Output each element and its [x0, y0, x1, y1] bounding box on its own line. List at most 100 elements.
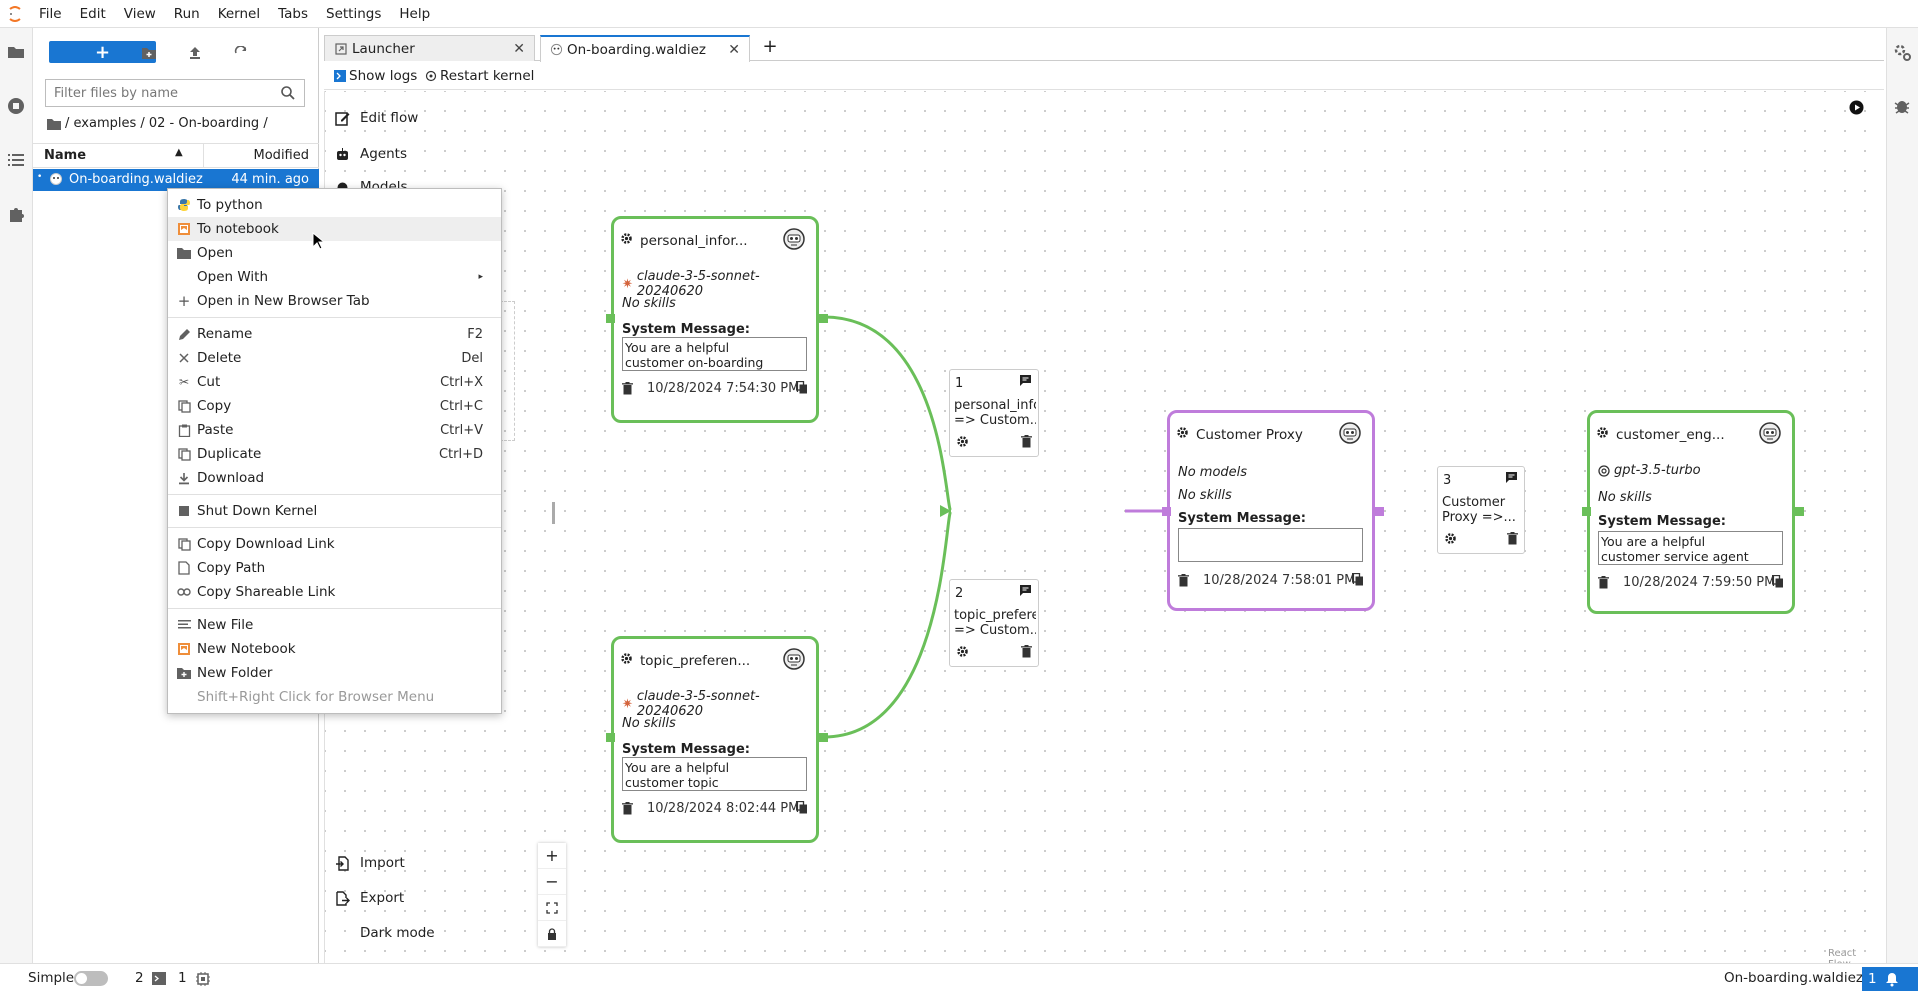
file-row[interactable]: • On-boarding.waldiez 44 min. ago — [33, 169, 319, 191]
gear-icon[interactable] — [620, 652, 633, 665]
menu-tabs[interactable]: Tabs — [278, 5, 308, 22]
menu-edit[interactable]: Edit — [79, 5, 106, 22]
system-message-textarea[interactable]: You are a helpful customer service agent… — [1598, 531, 1783, 565]
menu-copy[interactable]: Copy Ctrl+C — [168, 394, 501, 418]
menu-cut[interactable]: ✂ Cut Ctrl+X — [168, 370, 501, 394]
gear-icon[interactable] — [956, 435, 969, 448]
menu-shut-down-kernel[interactable]: Shut Down Kernel — [168, 499, 501, 523]
menu-open-in-new-browser-tab[interactable]: + Open in New Browser Tab — [168, 289, 501, 313]
tab-onboarding-waldiez[interactable]: On-boarding.waldiez ✕ — [540, 35, 750, 62]
node-handle-source[interactable] — [819, 314, 828, 323]
menu-open[interactable]: Open — [168, 241, 501, 265]
node-handle-source[interactable] — [1375, 507, 1384, 516]
home-folder-icon[interactable] — [47, 118, 61, 130]
edge-personal-to-proxy[interactable] — [823, 315, 953, 513]
copy-icon[interactable] — [796, 381, 808, 394]
show-logs-button[interactable]: Show logs — [334, 68, 417, 84]
menu-view[interactable]: View — [123, 5, 156, 22]
menu-copy-download-link[interactable]: Copy Download Link — [168, 532, 501, 556]
fit-view-icon[interactable] — [538, 895, 566, 921]
file-filter-input[interactable]: Filter files by name — [45, 79, 305, 107]
edge-label-3[interactable]: 3 Customer Proxy =>... — [1437, 466, 1525, 554]
menu-to-notebook[interactable]: To notebook — [168, 217, 501, 241]
delete-icon[interactable] — [622, 802, 633, 815]
kernel-count[interactable]: 1 — [178, 970, 187, 986]
restart-kernel-button[interactable]: Restart kernel — [425, 68, 534, 84]
new-folder-icon[interactable] — [137, 42, 161, 64]
agent-node-customer-engagement[interactable]: customer_eng... gpt-3.5-turbo No skills … — [1587, 410, 1795, 614]
refresh-icon[interactable] — [229, 42, 253, 64]
gear-icon[interactable] — [1176, 426, 1189, 439]
dark-mode-toggle[interactable]: Dark mode — [335, 925, 435, 941]
node-handle-target[interactable] — [1162, 507, 1171, 516]
export-button[interactable]: Export — [335, 890, 404, 906]
copy-icon[interactable] — [1772, 575, 1784, 588]
menu-run[interactable]: Run — [173, 5, 200, 22]
upload-icon[interactable] — [183, 42, 207, 64]
notifications-button[interactable]: 1 — [1862, 967, 1918, 991]
close-icon[interactable]: ✕ — [728, 41, 740, 58]
edge-label-1[interactable]: 1 personal_infor => Custom... — [949, 369, 1039, 457]
menu-duplicate[interactable]: Duplicate Ctrl+D — [168, 442, 501, 466]
menu-delete[interactable]: Delete Del — [168, 346, 501, 370]
delete-icon[interactable] — [1021, 645, 1032, 658]
edge-label-2[interactable]: 2 topic_preferer => Custom... — [949, 579, 1039, 667]
property-inspector-icon[interactable] — [1892, 42, 1914, 64]
new-launcher-button[interactable]: + — [49, 41, 156, 63]
menu-new-notebook[interactable]: New Notebook — [168, 637, 501, 661]
node-handle-source[interactable] — [819, 733, 828, 742]
agents-button[interactable]: Agents — [335, 146, 407, 162]
gear-icon[interactable] — [1596, 426, 1609, 439]
import-button[interactable]: Import — [335, 855, 405, 871]
status-document-name[interactable]: On-boarding.waldiez — [1724, 970, 1863, 986]
menu-copy-shareable-link[interactable]: Copy Shareable Link — [168, 580, 501, 604]
gear-icon[interactable] — [1444, 532, 1457, 545]
edit-flow-button[interactable]: Edit flow — [335, 110, 418, 126]
menu-new-file[interactable]: New File — [168, 613, 501, 637]
menu-file[interactable]: File — [39, 5, 62, 22]
menu-to-python[interactable]: To python — [168, 193, 501, 217]
agent-node-personal-info[interactable]: personal_infor... ✷ claude-3-5-sonnet-20… — [611, 216, 819, 423]
delete-icon[interactable] — [1178, 574, 1189, 587]
breadcrumb[interactable]: / examples / 02 - On-boarding / — [47, 116, 268, 131]
simple-mode-toggle[interactable] — [74, 971, 108, 986]
delete-icon[interactable] — [622, 382, 633, 395]
menu-copy-path[interactable]: Copy Path — [168, 556, 501, 580]
edge-topic-to-proxy[interactable] — [823, 509, 953, 739]
menu-paste[interactable]: Paste Ctrl+V — [168, 418, 501, 442]
tab-launcher[interactable]: Launcher ✕ — [324, 35, 535, 61]
system-message-textarea[interactable]: You are a helpful customer on-boarding a… — [622, 337, 807, 371]
debugger-icon[interactable] — [1892, 96, 1914, 118]
node-handle-target[interactable] — [1582, 507, 1591, 516]
system-message-textarea[interactable] — [1178, 528, 1363, 562]
delete-icon[interactable] — [1598, 576, 1609, 589]
zoom-in-icon[interactable]: + — [538, 843, 566, 869]
menu-kernel[interactable]: Kernel — [217, 5, 261, 22]
node-handle-target[interactable] — [606, 314, 615, 323]
menu-new-folder[interactable]: New Folder — [168, 661, 501, 685]
delete-icon[interactable] — [1021, 435, 1032, 448]
breadcrumb-path[interactable]: / examples / 02 - On-boarding / — [65, 116, 268, 131]
close-icon[interactable]: ✕ — [513, 40, 525, 57]
menu-open-with[interactable]: Open With ▸ — [168, 265, 501, 289]
agent-node-topic-preference[interactable]: topic_preferen... ✷ claude-3-5-sonnet-20… — [611, 636, 819, 843]
run-flow-icon[interactable] — [1849, 100, 1864, 115]
gear-icon[interactable] — [620, 232, 633, 245]
node-handle-source[interactable] — [1795, 507, 1804, 516]
new-tab-button[interactable]: + — [762, 36, 778, 57]
gear-icon[interactable] — [956, 645, 969, 658]
running-sessions-icon[interactable] — [6, 96, 28, 118]
user-proxy-node-customer-proxy[interactable]: Customer Proxy No models No skills Syste… — [1167, 410, 1375, 611]
table-of-contents-icon[interactable] — [6, 150, 28, 172]
system-message-textarea[interactable]: You are a helpful customer topic prefere… — [622, 757, 807, 791]
menu-download[interactable]: Download — [168, 466, 501, 490]
copy-icon[interactable] — [1352, 573, 1364, 586]
menu-rename[interactable]: Rename F2 — [168, 322, 501, 346]
terminal-count[interactable]: 2 — [135, 970, 144, 986]
extension-icon[interactable] — [6, 204, 28, 226]
zoom-out-icon[interactable]: − — [538, 869, 566, 895]
delete-icon[interactable] — [1507, 532, 1518, 545]
folder-icon[interactable] — [6, 42, 28, 64]
menu-settings[interactable]: Settings — [326, 5, 382, 22]
copy-icon[interactable] — [796, 801, 808, 814]
